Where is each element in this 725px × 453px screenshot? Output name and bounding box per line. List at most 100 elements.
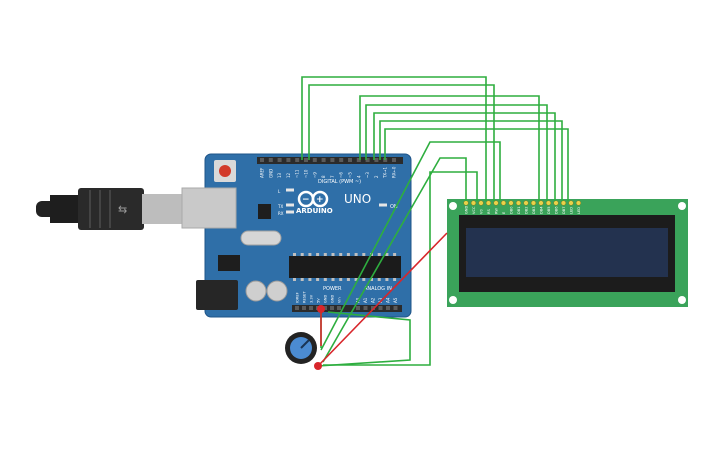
lcd-pin[interactable]	[478, 200, 484, 206]
digital-header-label: DIGITAL (PWM ~)	[318, 179, 361, 185]
power-pin-label: RESET	[303, 291, 307, 303]
digital-pin-label: GND	[268, 169, 273, 178]
wire-pot-wiper-to-v0[interactable]	[320, 141, 501, 351]
digital-pin-row[interactable]	[260, 158, 396, 162]
lcd-pin[interactable]	[485, 200, 492, 206]
lcd-pin[interactable]	[508, 200, 514, 206]
lcd-pin[interactable]	[560, 200, 567, 206]
wire-d3-to-db6[interactable]	[373, 112, 556, 201]
wire-d2b-to-led[interactable]	[384, 128, 569, 201]
status-led	[286, 210, 294, 214]
analog-pin[interactable]	[371, 306, 375, 310]
lcd-pin[interactable]	[463, 200, 469, 206]
analog-pin[interactable]	[363, 306, 368, 310]
digital-pin[interactable]	[339, 158, 344, 162]
analog-pin[interactable]	[378, 306, 383, 310]
mcu-pin	[377, 253, 381, 256]
power-pin[interactable]	[302, 306, 306, 310]
digital-pin-label: TX→1	[383, 166, 388, 179]
mcu-pin	[393, 253, 397, 256]
digital-pin[interactable]	[268, 158, 273, 162]
power-pin-label: 5V	[317, 298, 321, 303]
lcd-pin[interactable]	[553, 200, 559, 206]
digital-pin[interactable]	[312, 158, 317, 162]
lcd-pin[interactable]	[545, 200, 552, 206]
potentiometer[interactable]	[285, 332, 317, 364]
mcu-pin	[308, 278, 312, 281]
lcd-pin[interactable]	[523, 200, 529, 206]
digital-pin[interactable]	[348, 158, 352, 162]
digital-pin[interactable]	[277, 158, 282, 162]
analog-pin-label: A5	[393, 297, 398, 303]
digital-pin-label: 2	[374, 175, 379, 178]
mcu-pin	[300, 253, 304, 256]
mcu-pin	[331, 253, 335, 256]
wire-d4-to-db5[interactable]	[365, 104, 548, 201]
power-pin[interactable]	[330, 306, 334, 310]
wire-junction-5v[interactable]	[317, 305, 325, 313]
svg-text:+: +	[316, 195, 324, 205]
lcd-pin-label: DB3	[532, 206, 536, 214]
lcd-pin[interactable]	[470, 200, 477, 206]
wire-ground-to-rw[interactable]	[323, 171, 478, 366]
digital-pin-label: 13	[277, 172, 282, 178]
lcd-pin[interactable]	[568, 200, 574, 206]
digital-pin[interactable]	[392, 158, 396, 162]
wire-d2-to-db7[interactable]	[379, 120, 563, 201]
digital-pin[interactable]	[356, 158, 361, 162]
wire-power-to-lcd[interactable]	[317, 232, 448, 367]
status-led	[286, 188, 294, 192]
analog-pin[interactable]	[386, 306, 390, 310]
digital-pin[interactable]	[330, 158, 335, 162]
power-label: POWER	[323, 286, 342, 292]
analog-pin[interactable]	[356, 306, 360, 310]
digital-pin[interactable]	[295, 158, 300, 162]
wire-d11-to-e[interactable]	[308, 84, 495, 201]
power-pin-label: GND	[331, 295, 335, 303]
power-pin[interactable]	[309, 306, 313, 310]
lcd-pin-label: VCC	[472, 206, 476, 214]
arduino-board[interactable]: − + ARDUINO UNO DIGITAL (PWM ~) ON TX RX…	[181, 153, 412, 318]
lcd-pin-label: GND	[464, 206, 468, 214]
analog-pin[interactable]	[393, 306, 398, 310]
lcd-mount-hole	[449, 296, 457, 304]
digital-pin[interactable]	[365, 158, 370, 162]
digital-pin[interactable]	[321, 158, 326, 162]
arduino-logo: − +	[297, 190, 329, 208]
dc-power-jack	[196, 280, 238, 310]
lcd-pin[interactable]	[530, 200, 537, 206]
power-pin[interactable]	[337, 306, 341, 310]
usb-cable[interactable]: ⇆	[36, 188, 182, 230]
lcd-pin[interactable]	[538, 200, 544, 206]
power-pin-label: Vin	[338, 297, 342, 303]
lcd-pin[interactable]	[575, 200, 582, 206]
power-pin[interactable]	[295, 306, 299, 310]
wire-ground-bus[interactable]	[317, 311, 411, 367]
lcd-pin-label: LED	[569, 207, 573, 214]
lcd-pin[interactable]	[493, 200, 499, 206]
digital-pin[interactable]	[286, 158, 291, 162]
digital-pin[interactable]	[304, 158, 308, 162]
digital-pin-label: 4	[356, 175, 361, 178]
digital-pin-label: ~11	[295, 169, 300, 178]
lcd-pin[interactable]	[515, 200, 522, 206]
digital-pin[interactable]	[374, 158, 379, 162]
wire-junction-ground[interactable]	[314, 362, 322, 370]
lcd-pin-label: DB4	[539, 206, 543, 214]
reset-button-cap[interactable]	[219, 165, 231, 177]
power-pin-label: GND	[324, 295, 328, 303]
mcu-pin	[316, 278, 320, 281]
wires	[301, 76, 569, 370]
power-analog-header	[292, 305, 402, 312]
power-pin[interactable]	[323, 306, 327, 310]
lcd-pin-label: DB7	[562, 206, 566, 214]
digital-pin[interactable]	[260, 158, 264, 162]
digital-pin-label: 7	[330, 175, 335, 178]
wire-d5-to-db4[interactable]	[359, 95, 540, 201]
lcd-pin[interactable]	[500, 200, 507, 206]
wire-ground-to-lcd-gnd[interactable]	[322, 157, 467, 363]
lcd-pin-row[interactable]	[463, 200, 582, 206]
wire-d12-to-rs[interactable]	[301, 76, 487, 201]
